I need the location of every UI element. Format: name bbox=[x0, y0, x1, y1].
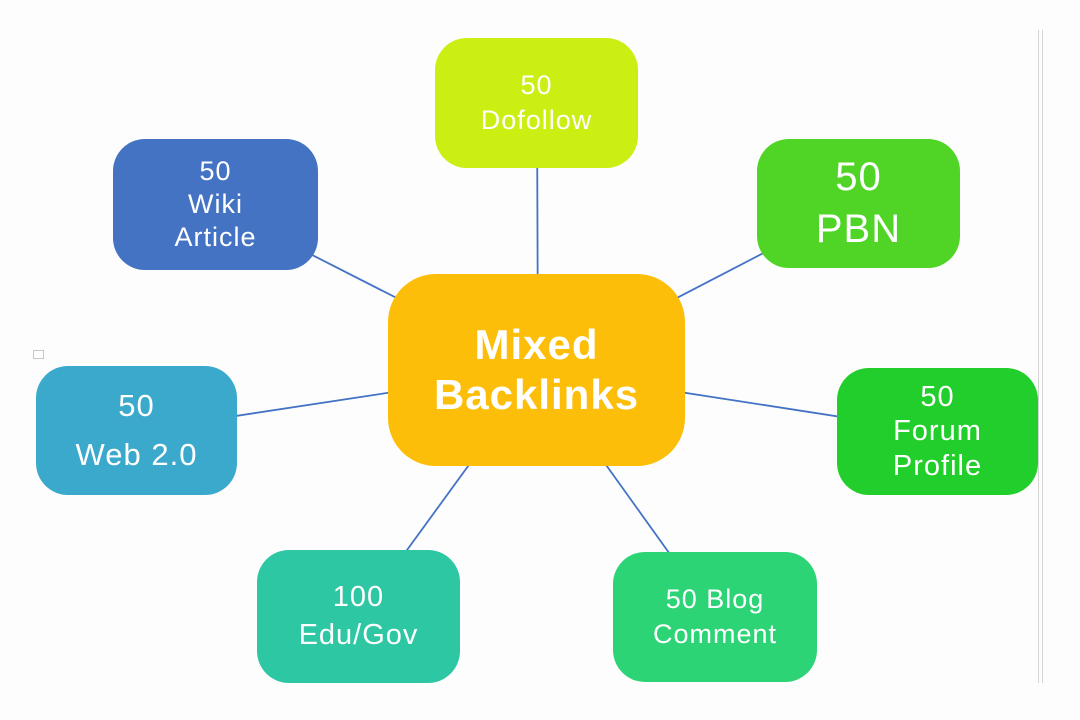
node-50-pbn: 50 PBN bbox=[757, 139, 960, 268]
page-edge-line-outer bbox=[1042, 30, 1043, 683]
node-50-dofollow: 50 Dofollow bbox=[435, 38, 638, 168]
node-50-web20-count: 50 bbox=[118, 388, 155, 424]
node-50-blog-comment-line1: 50 Blog bbox=[665, 583, 765, 614]
node-mixed-backlinks-line2: Backlinks bbox=[433, 371, 640, 418]
node-50-pbn-count: 50 bbox=[835, 155, 882, 200]
node-50-forum-profile-count: 50 bbox=[920, 381, 955, 414]
node-mixed-backlinks: Mixed Backlinks bbox=[388, 274, 685, 466]
node-100-edu-gov: 100 Edu/Gov bbox=[257, 550, 460, 683]
node-50-forum-profile-label1: Forum bbox=[893, 415, 982, 448]
node-50-wiki-article: 50 Wiki Article bbox=[113, 139, 318, 270]
node-50-web20: 50 Web 2.0 bbox=[36, 366, 237, 495]
node-50-wiki-article-label2: Article bbox=[174, 221, 257, 252]
page-edge-line-inner bbox=[1038, 30, 1039, 683]
node-50-wiki-article-count: 50 bbox=[199, 156, 232, 187]
node-50-dofollow-label: Dofollow bbox=[480, 105, 593, 135]
node-50-blog-comment-line2: Comment bbox=[652, 619, 778, 649]
node-mixed-backlinks-line1: Mixed bbox=[474, 320, 599, 368]
node-100-edu-gov-count: 100 bbox=[332, 580, 385, 613]
node-50-wiki-article-label1: Wiki bbox=[188, 189, 243, 220]
node-50-forum-profile: 50 Forum Profile bbox=[837, 368, 1038, 495]
node-50-dofollow-count: 50 bbox=[520, 70, 553, 101]
node-50-web20-label: Web 2.0 bbox=[75, 436, 198, 472]
anchor-handle bbox=[33, 350, 44, 359]
node-50-forum-profile-label2: Profile bbox=[892, 449, 983, 482]
node-100-edu-gov-label: Edu/Gov bbox=[298, 618, 419, 651]
node-50-pbn-label: PBN bbox=[815, 206, 902, 251]
node-50-blog-comment: 50 Blog Comment bbox=[613, 552, 817, 682]
